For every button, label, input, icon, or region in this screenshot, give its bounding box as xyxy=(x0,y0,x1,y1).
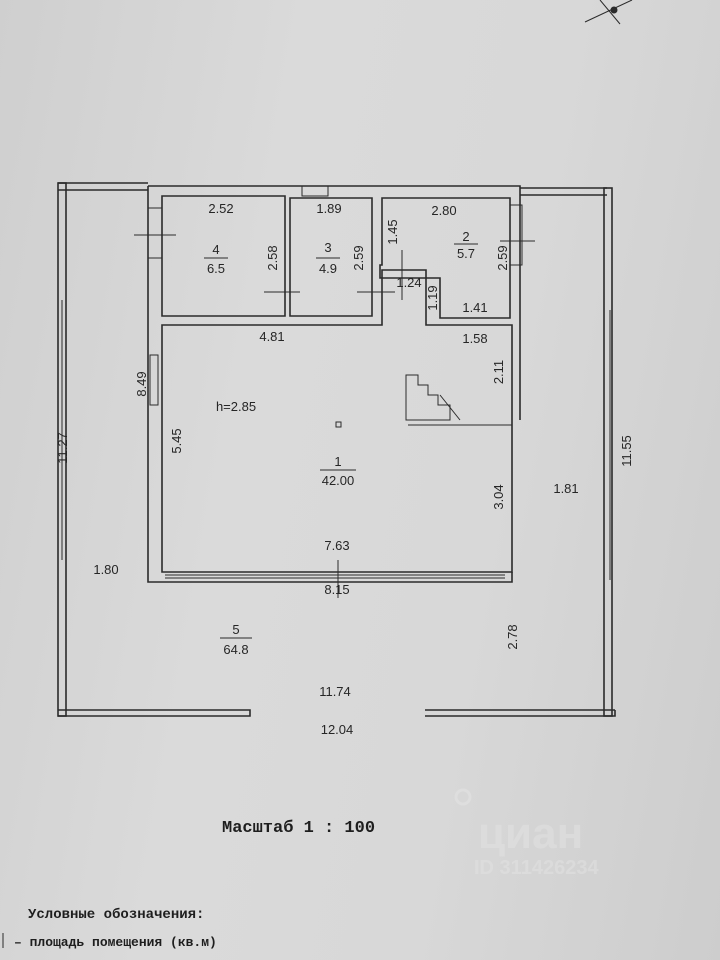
house-walls xyxy=(134,185,535,598)
svg-text:4.81: 4.81 xyxy=(259,329,284,344)
svg-text:ID 311426234: ID 311426234 xyxy=(474,857,599,879)
svg-text:3: 3 xyxy=(324,240,331,255)
svg-text:6.5: 6.5 xyxy=(207,261,225,276)
svg-text:5: 5 xyxy=(232,622,239,637)
svg-text:2.58: 2.58 xyxy=(265,245,280,270)
svg-text:2.78: 2.78 xyxy=(505,624,520,649)
terrace-outline xyxy=(57,182,616,717)
svg-text:2.59: 2.59 xyxy=(351,245,366,270)
ceiling-height: h=2.85 xyxy=(216,399,256,414)
room-4-label: 4 6.5 xyxy=(204,242,228,276)
scale-label: Масштаб 1 : 100 xyxy=(222,819,375,838)
svg-text:1.41: 1.41 xyxy=(462,300,487,315)
svg-text:2: 2 xyxy=(462,229,469,244)
dimension-labels: 2.52 1.89 2.80 1.24 1.41 4.81 1.58 1.81 … xyxy=(55,201,634,737)
legend-item: – площадь помещения (кв.м) xyxy=(14,935,217,950)
svg-text:8.15: 8.15 xyxy=(324,582,349,597)
svg-text:1: 1 xyxy=(334,454,341,469)
column-marker xyxy=(335,421,342,428)
room-5-label: 5 64.8 xyxy=(220,622,252,657)
room-3-label: 3 4.9 xyxy=(316,240,340,276)
staircase xyxy=(405,374,512,426)
svg-text:2.59: 2.59 xyxy=(495,245,510,270)
svg-text:12.04: 12.04 xyxy=(321,722,354,737)
svg-text:5.45: 5.45 xyxy=(169,428,184,453)
svg-text:7.63: 7.63 xyxy=(324,538,349,553)
room-2-label: 2 5.7 xyxy=(454,229,478,261)
svg-text:64.8: 64.8 xyxy=(223,642,248,657)
svg-text:1.81: 1.81 xyxy=(553,481,578,496)
svg-text:2.52: 2.52 xyxy=(208,201,233,216)
svg-text:2.80: 2.80 xyxy=(431,203,456,218)
svg-text:1.80: 1.80 xyxy=(93,562,118,577)
svg-text:42.00: 42.00 xyxy=(322,473,355,488)
svg-text:4: 4 xyxy=(212,242,219,257)
svg-text:5.7: 5.7 xyxy=(457,246,475,261)
svg-text:циан: циан xyxy=(478,809,583,858)
legend-title: Условные обозначения: xyxy=(28,907,204,923)
north-arrow-icon xyxy=(584,0,633,25)
watermark: циан ID 311426234 xyxy=(454,788,599,879)
svg-text:1.19: 1.19 xyxy=(425,285,440,310)
svg-text:2.11: 2.11 xyxy=(491,360,506,384)
svg-text:1.89: 1.89 xyxy=(316,201,341,216)
room-1-label: 1 42.00 xyxy=(320,454,356,488)
svg-text:4.9: 4.9 xyxy=(319,261,337,276)
svg-text:1.24: 1.24 xyxy=(396,275,421,290)
svg-text:3.04: 3.04 xyxy=(491,484,506,509)
svg-text:11.74: 11.74 xyxy=(319,684,351,699)
svg-text:1.58: 1.58 xyxy=(462,331,487,346)
svg-text:1.45: 1.45 xyxy=(385,219,400,244)
svg-text:11.55: 11.55 xyxy=(619,435,634,467)
svg-text:11.27: 11.27 xyxy=(55,432,70,464)
svg-text:8.49: 8.49 xyxy=(134,371,149,396)
